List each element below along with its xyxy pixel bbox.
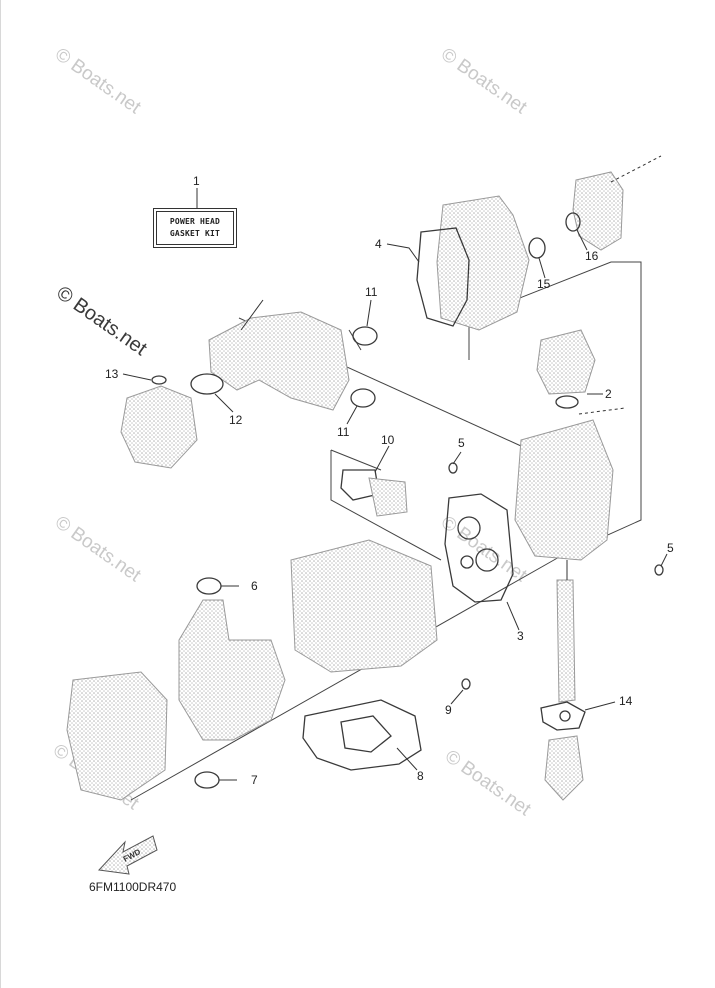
cover-gasket: [416, 227, 470, 327]
fwd-arrow-icon: [97, 835, 158, 875]
seal-2: [555, 395, 579, 409]
lower-casing: [66, 671, 168, 801]
callout-11-bottom: 11: [337, 425, 350, 439]
cylinder-head-cover: [436, 195, 530, 331]
callout-7: 7: [251, 773, 258, 787]
oil-pump: [544, 735, 584, 801]
callout-14: 14: [619, 694, 633, 708]
callout-13: 13: [105, 367, 119, 381]
callout-16: 16: [585, 249, 599, 263]
o-ring-13: [151, 375, 167, 385]
crankcase: [290, 539, 438, 673]
o-ring-5-left: [448, 462, 458, 474]
callout-4: 4: [375, 237, 382, 251]
callout-15: 15: [537, 277, 551, 291]
gasket-10: [340, 469, 380, 501]
gasket-kit-label: POWER HEAD GASKET KIT: [153, 208, 237, 248]
callout-9: 9: [445, 703, 452, 717]
callout-3: 3: [517, 629, 524, 643]
base-gasket: [302, 699, 422, 771]
callout-5-right: 5: [667, 541, 674, 555]
camshaft: [556, 579, 576, 703]
diagram-code: 6FM1100DR470: [89, 880, 177, 894]
kit-label-line1: POWER HEAD: [169, 217, 221, 226]
exhaust-manifold: [208, 311, 350, 411]
gasket-16: [565, 212, 581, 232]
callout-11-top: 11: [365, 285, 378, 299]
gasket-14: [540, 701, 586, 731]
gasket-11-bottom: [350, 388, 376, 408]
o-ring-9: [461, 678, 471, 690]
callout-1: 1: [193, 174, 200, 188]
thermostat-cover: [572, 171, 624, 251]
gasket-12: [190, 373, 224, 395]
callout-6: 6: [251, 579, 258, 593]
o-ring-15: [528, 237, 546, 259]
callout-8: 8: [417, 769, 424, 783]
head-gasket: [444, 493, 514, 603]
kit-label-line2: GASKET KIT: [169, 229, 221, 238]
cover-plate: [368, 477, 408, 517]
gasket-11-top: [352, 326, 378, 346]
manifold-fitting: [120, 385, 198, 469]
callout-10: 10: [381, 433, 395, 447]
crankshaft: [178, 599, 286, 741]
oil-seal-7: [194, 771, 220, 789]
callout-2: 2: [605, 387, 612, 401]
cylinder-block: [514, 419, 614, 561]
o-ring-5-right: [654, 564, 664, 576]
anode-cover: [536, 329, 596, 395]
oil-seal-6: [196, 577, 222, 595]
callout-5-left: 5: [458, 436, 465, 450]
callout-12: 12: [229, 413, 243, 427]
